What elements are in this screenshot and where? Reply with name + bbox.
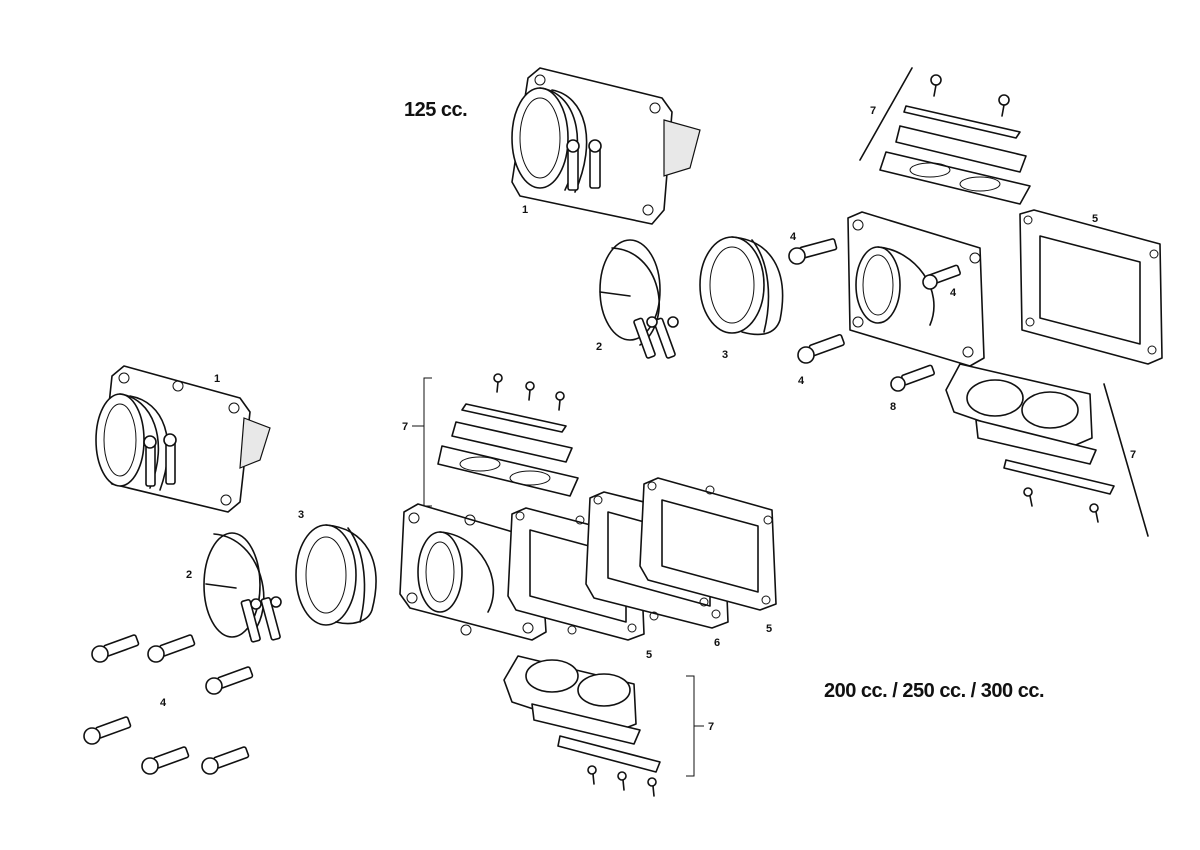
top-bolt-lower <box>797 333 845 364</box>
callout-bot-1: 1 <box>214 373 220 385</box>
bottom-reed-block <box>399 503 547 641</box>
bottom-gasket-5b <box>639 477 777 611</box>
top-reed-kit-lower <box>945 363 1149 537</box>
top-bolt-8 <box>890 364 935 392</box>
top-gasket-frame <box>1019 209 1163 365</box>
callout-bot-5a: 5 <box>646 649 652 661</box>
callout-bot-7a: 7 <box>402 421 408 433</box>
callout-top-3: 3 <box>722 349 728 361</box>
callout-top-4b: 4 <box>950 287 957 299</box>
title-125cc: 125 cc. <box>404 99 468 121</box>
bottom-clamp <box>203 532 282 643</box>
callout-top-8: 8 <box>890 401 896 413</box>
callout-bot-7b: 7 <box>708 721 714 733</box>
callout-bot-2: 2 <box>186 569 192 581</box>
top-bolt-upper <box>788 238 838 265</box>
callout-top-4a: 4 <box>790 231 797 243</box>
top-reed-kit-upper <box>859 67 1031 205</box>
callout-top-1: 1 <box>522 204 528 216</box>
top-intake-manifold <box>511 67 701 225</box>
callout-top-4c: 4 <box>798 375 805 387</box>
bottom-reed-kit-upper <box>412 373 579 507</box>
top-clamp <box>599 239 679 359</box>
top-rubber-boot <box>699 236 784 336</box>
bottom-reed-kit-lower <box>503 655 704 797</box>
callout-bot-4: 4 <box>160 697 167 709</box>
callout-bot-5b: 5 <box>766 623 772 635</box>
title-200-250-300cc: 200 cc. / 250 cc. / 300 cc. <box>824 680 1045 702</box>
top-reed-block <box>847 211 985 367</box>
top-clamp-screws <box>566 139 602 191</box>
callout-bot-6: 6 <box>714 637 720 649</box>
bottom-rubber-boot <box>295 524 377 626</box>
callout-top-7b: 7 <box>1130 449 1136 461</box>
callout-bot-3: 3 <box>298 509 304 521</box>
callout-top-2: 2 <box>596 341 602 353</box>
bottom-intake-manifold <box>95 365 271 513</box>
callout-top-7a: 7 <box>870 105 876 117</box>
bottom-bolts <box>83 634 254 775</box>
callout-top-5: 5 <box>1092 213 1098 225</box>
